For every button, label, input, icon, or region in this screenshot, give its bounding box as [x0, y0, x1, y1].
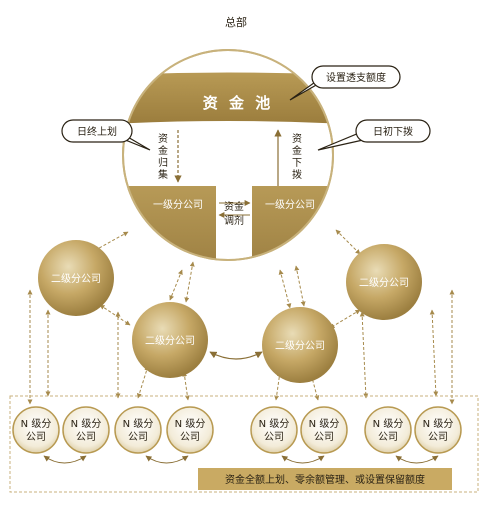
levelN-node-label: N 级分 — [71, 418, 102, 430]
levelN-node-label: N 级分 — [309, 418, 340, 430]
level2-middle-link — [209, 351, 263, 360]
svg-text:二级分公司: 二级分公司 — [275, 340, 325, 352]
levelN-node: N 级分公司 — [62, 406, 110, 454]
svg-text:下: 下 — [292, 158, 302, 169]
levelN-node-circle — [114, 406, 162, 454]
levelN-node: N 级分公司 — [166, 406, 214, 454]
footer-text: 资金全额上划、零余额管理、或设置保留额度 — [225, 473, 425, 486]
svg-text:二级分公司: 二级分公司 — [359, 277, 409, 289]
flow-allocate-label: 资 金 下 拨 — [292, 133, 302, 181]
svg-text:二级分公司: 二级分公司 — [51, 273, 101, 285]
level2-node-outer-left: 二级分公司 — [38, 240, 114, 316]
fund-pool-band — [123, 72, 333, 124]
level1-left-label: 一级分公司 — [153, 199, 203, 211]
fund-pool-label: 资 金 池 — [203, 94, 273, 112]
levelN-node-circle — [414, 406, 462, 454]
svg-text:资: 资 — [292, 133, 302, 145]
svg-text:归: 归 — [158, 156, 168, 169]
levelN-node-label: 公司 — [378, 432, 398, 443]
svg-text:金: 金 — [292, 144, 302, 157]
levelN-node: N 级分公司 — [414, 406, 462, 454]
levelN-node-label: N 级分 — [423, 418, 454, 430]
svg-text:日初下拨: 日初下拨 — [373, 125, 413, 138]
level2-node-inner-left: 二级分公司 — [132, 302, 208, 378]
levelN-node-label: 公司 — [180, 432, 200, 443]
callout-start-of-day: 日初下拨 — [317, 119, 431, 151]
flow-collect-label: 资 金 归 集 — [158, 133, 168, 181]
hq-label: 总部 — [225, 15, 247, 29]
footer-bar: 资金全额上划、零余额管理、或设置保留额度 — [198, 468, 452, 490]
levelN-node-label: N 级分 — [259, 418, 290, 430]
level1-right-label: 一级分公司 — [265, 199, 315, 211]
levelN-node-circle — [166, 406, 214, 454]
svg-text:设置透支额度: 设置透支额度 — [326, 71, 386, 84]
levelN-node: N 级分公司 — [300, 406, 348, 454]
levelN-node-label: N 级分 — [373, 418, 404, 430]
levelN-node-label: 公司 — [428, 432, 448, 443]
level1-block-right — [252, 186, 333, 260]
levelN-node: N 级分公司 — [250, 406, 298, 454]
levelN-node-label: N 级分 — [21, 418, 52, 430]
levelN-node-label: N 级分 — [123, 418, 154, 430]
levelN-node-label: 公司 — [128, 432, 148, 443]
levelN-node: N 级分公司 — [114, 406, 162, 454]
levelN-node-circle — [364, 406, 412, 454]
level2-node-outer-right: 二级分公司 — [346, 244, 422, 320]
levelN-frame — [9, 395, 479, 493]
levelN-node: N 级分公司 — [364, 406, 412, 454]
callout-overdraft: 设置透支额度 — [289, 65, 401, 101]
callout-end-of-day: 日终上划 — [61, 119, 151, 151]
connector-arrows — [27, 229, 455, 405]
svg-text:集: 集 — [158, 168, 168, 181]
levelN-node-label: 公司 — [264, 432, 284, 443]
levelN-node-circle — [12, 406, 60, 454]
levelN-node-label: 公司 — [76, 432, 96, 443]
levelN-node-circle — [300, 406, 348, 454]
svg-text:日终上划: 日终上划 — [77, 125, 117, 138]
levelN-node-label: 公司 — [26, 432, 46, 443]
svg-text:资: 资 — [158, 133, 168, 145]
flow-adjust-label-line2: 调剂 — [224, 214, 244, 227]
levelN-node-label: 公司 — [314, 432, 334, 443]
level2-node-inner-right: 二级分公司 — [262, 307, 338, 383]
svg-text:二级分公司: 二级分公司 — [145, 335, 195, 347]
svg-text:金: 金 — [158, 144, 168, 157]
levelN-node-circle — [62, 406, 110, 454]
levelN-node: N 级分公司 — [12, 406, 60, 454]
levelN-node-circle — [250, 406, 298, 454]
flow-adjust-label-line1: 资金 — [224, 200, 244, 213]
levelN-pair-links — [43, 455, 439, 464]
svg-text:拨: 拨 — [292, 168, 302, 181]
levelN-node-label: N 级分 — [175, 418, 206, 430]
